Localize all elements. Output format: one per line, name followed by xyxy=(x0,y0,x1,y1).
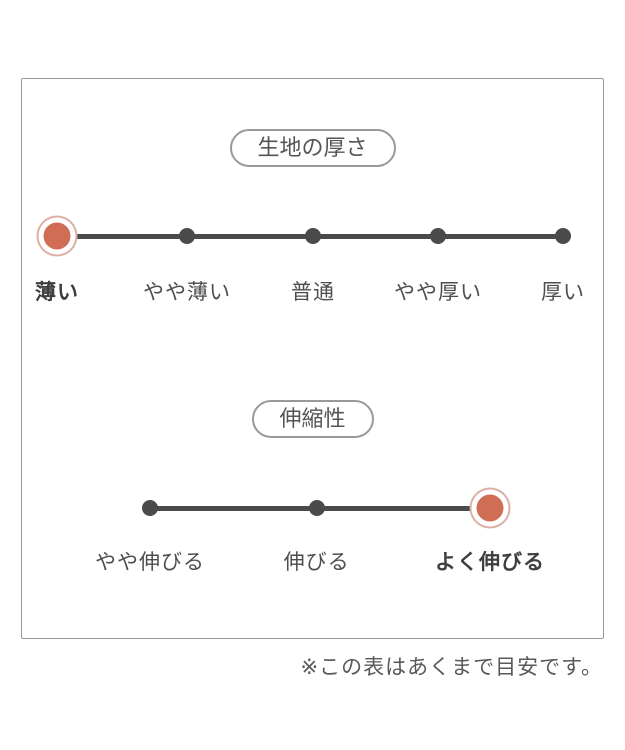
fabric-thickness-dot-atsui xyxy=(555,228,571,244)
scale-option-label: 薄い xyxy=(35,281,79,304)
stretchiness-labels: やや伸びる 伸びる よく伸びる xyxy=(95,546,544,574)
fabric-thickness-dot-yaya-usui xyxy=(179,228,196,244)
fabric-thickness-dot-futsuu xyxy=(305,228,322,244)
stretchiness-dot-yoku-nobiru xyxy=(476,494,504,522)
scale-option-label: やや伸びる xyxy=(95,551,205,574)
stretchiness-dot-nobiru xyxy=(308,500,325,516)
fabric-thickness-title: 生地の厚さ xyxy=(257,135,368,160)
spec-frame: 生地の厚さ 薄い やや薄い 普通 やや厚い 厚い 伸縮性 xyxy=(21,78,604,639)
scale-option-label: よく伸びる xyxy=(435,551,545,574)
fabric-thickness-dot-yaya-atsui xyxy=(430,228,447,244)
stretchiness-title-pill: 伸縮性 xyxy=(251,400,374,439)
scale-option-label: 厚い xyxy=(541,281,585,304)
scale-option-label: 普通 xyxy=(291,281,336,304)
stretchiness-title: 伸縮性 xyxy=(279,406,346,431)
fabric-thickness-labels: 薄い やや薄い 普通 やや厚い 厚い xyxy=(35,276,584,304)
scale-option-label: 伸びる xyxy=(283,551,350,574)
fabric-thickness-dot-usui xyxy=(43,222,71,250)
scale-option-label: やや薄い xyxy=(143,281,232,304)
scale-option-label: やや厚い xyxy=(394,281,483,304)
fabric-thickness-title-pill: 生地の厚さ xyxy=(229,129,396,168)
footnote: ※この表はあくまで目安です。 xyxy=(300,656,603,679)
stretchiness-dot-yaya-nobiru xyxy=(142,500,158,516)
